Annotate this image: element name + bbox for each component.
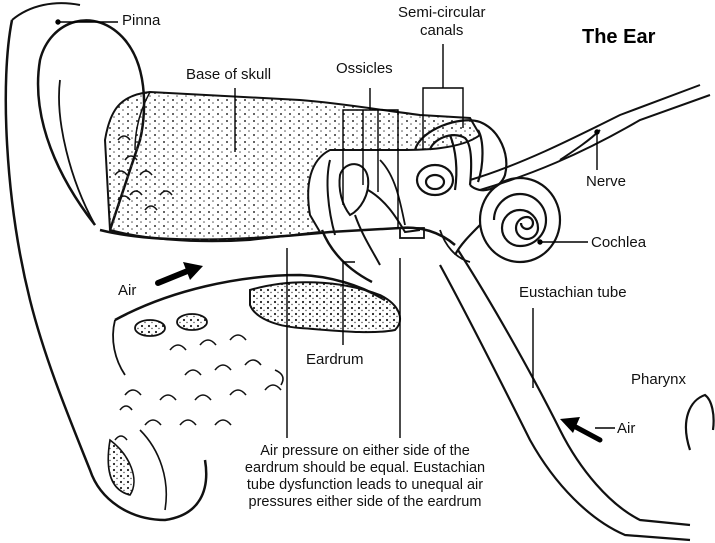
air-arrow-outer [155, 267, 193, 286]
label-semicircular-line2: canals [420, 22, 464, 39]
leader-lines [55, 19, 615, 438]
lower-bone [249, 281, 401, 334]
label-cochlea: Cochlea [591, 234, 647, 251]
label-pharynx: Pharynx [631, 371, 687, 388]
cartilage-texture-lower [114, 334, 282, 441]
page-title: The Ear [582, 26, 656, 48]
label-eustachian-tube: Eustachian tube [519, 284, 627, 301]
cochlea-spiral [454, 176, 562, 264]
label-nerve: Nerve [586, 173, 627, 190]
eustachian-tube [439, 249, 691, 542]
caption-line-3: tube dysfunction leads to unequal air [246, 477, 484, 493]
ossicles-bones [326, 159, 421, 266]
label-pinna: Pinna [122, 12, 161, 29]
label-air-outer: Air [118, 282, 137, 299]
label-eardrum: Eardrum [306, 351, 364, 368]
air-arrow-tube [569, 422, 603, 443]
cartilage-texture-upper [114, 135, 173, 211]
label-air-tube: Air [617, 420, 636, 437]
caption-text: Air pressure on either side of the eardr… [215, 443, 515, 511]
skull-bone [103, 90, 482, 243]
label-semicircular-line1: Semi-circular [398, 4, 486, 21]
caption-line-1: Air pressure on either side of the [260, 443, 470, 459]
semicircular-canals [413, 119, 508, 197]
label-ossicles: Ossicles [336, 60, 393, 77]
label-base-of-skull: Base of skull [186, 66, 272, 83]
caption-line-4: pressures either side of the eardrum [248, 494, 482, 510]
pharynx-outline [685, 393, 715, 451]
eardrum-membrane [320, 229, 373, 284]
caption-line-2: eardrum should be equal. Eustachian [244, 460, 486, 476]
pinna-outer-rim [4, 19, 208, 522]
